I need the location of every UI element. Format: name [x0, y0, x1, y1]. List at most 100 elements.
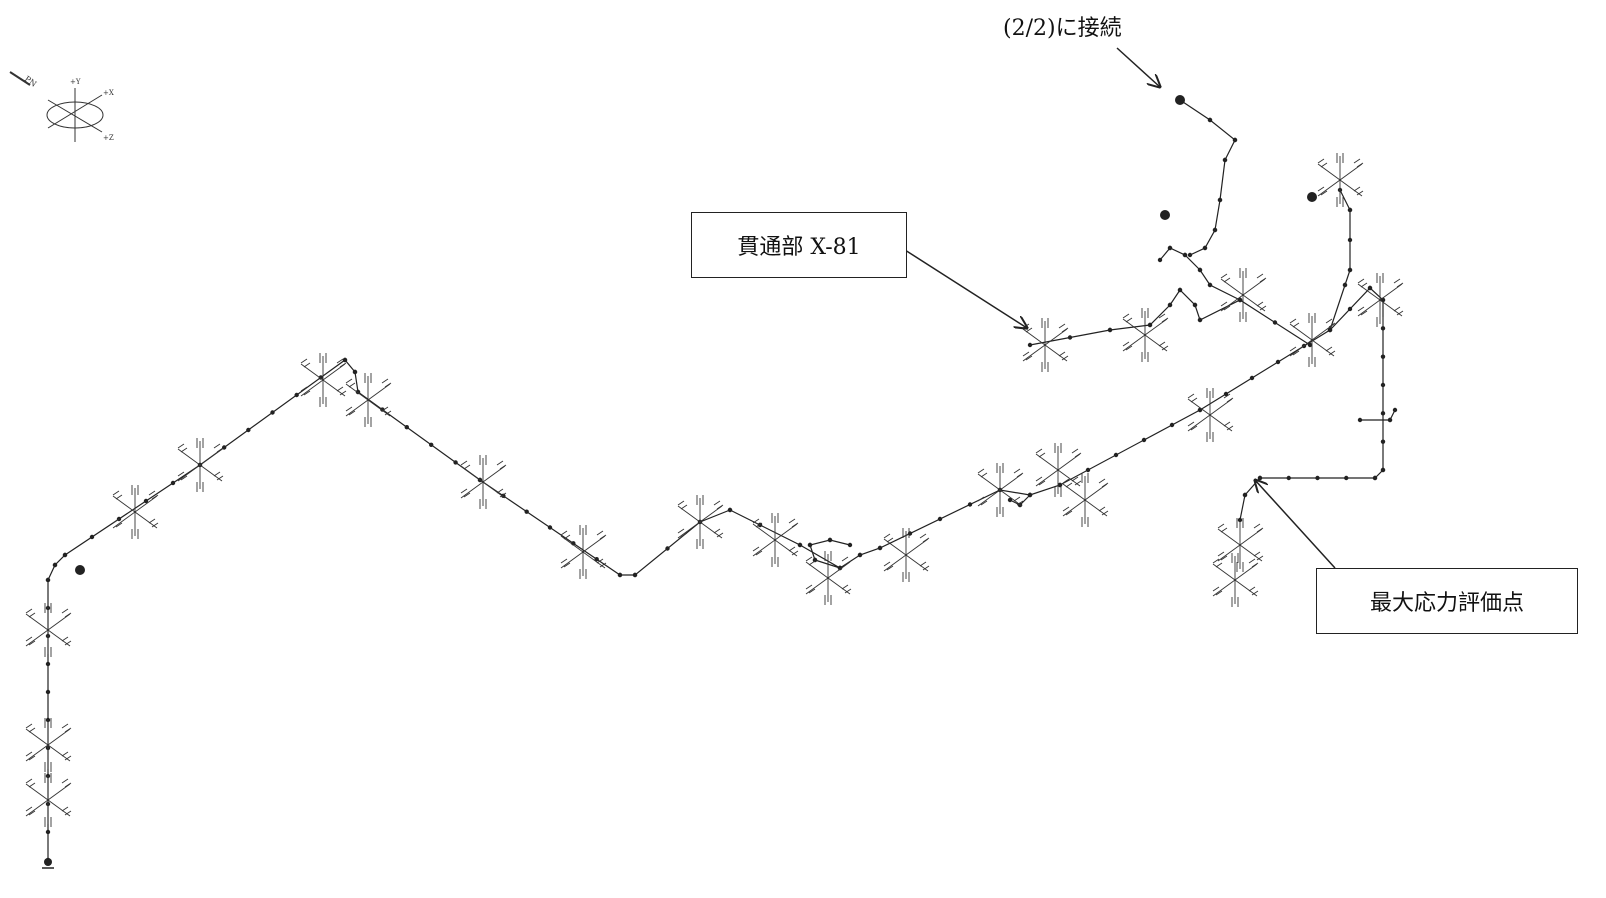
- pipe-node: [1167, 302, 1173, 308]
- axis-y-label: +Y: [70, 78, 81, 86]
- pipe-node: [1113, 452, 1119, 458]
- connect-arrow: [1116, 47, 1160, 87]
- pipe-node: [937, 516, 943, 522]
- support-symbol: [1212, 553, 1259, 607]
- pipe-node: [1380, 354, 1386, 359]
- pipe-node: [294, 392, 299, 398]
- pipe-node: [380, 407, 385, 412]
- pipe-node: [318, 375, 324, 380]
- fitting-symbol: [1175, 95, 1185, 105]
- pipe-node: [1182, 252, 1188, 258]
- pipe-node: [877, 545, 883, 551]
- pipe-node: [1192, 302, 1198, 308]
- pipe-node: [1217, 197, 1223, 203]
- pipe-node: [1169, 422, 1175, 428]
- fitting-symbol: [75, 565, 85, 575]
- pipe-node: [1249, 375, 1255, 381]
- pipe-node: [1342, 282, 1348, 288]
- pipe-node: [143, 498, 149, 504]
- pipe-node: [1157, 257, 1163, 263]
- pipe-node: [857, 552, 863, 558]
- pipe-node: [429, 442, 434, 447]
- pipe-node: [827, 537, 833, 543]
- pipe-node: [342, 357, 348, 363]
- pipe-node: [404, 425, 409, 430]
- pipe-node: [1177, 287, 1183, 293]
- max-stress-callout: 最大応力評価点: [1316, 568, 1578, 634]
- north-label: PN: [23, 74, 38, 88]
- pipe-node: [1223, 391, 1229, 397]
- support-symbol: [1122, 308, 1169, 362]
- support-symbol: [460, 455, 507, 509]
- pipe-node: [1380, 439, 1386, 444]
- pipe-node: [45, 829, 51, 835]
- pipe-node: [594, 556, 599, 562]
- connect-note: (2/2)に接続: [1003, 16, 1122, 41]
- max-stress-arrow: [1255, 480, 1336, 569]
- pipe-node: [45, 577, 51, 583]
- fitting-symbol: [1307, 192, 1317, 202]
- pipe-node: [1357, 417, 1363, 423]
- pipe-node: [45, 661, 51, 667]
- pipe-node: [632, 572, 638, 578]
- support-symbol: [1022, 318, 1069, 372]
- pipe-node: [1187, 252, 1193, 258]
- penetration-callout: 貫通部 X-81: [691, 212, 907, 278]
- support-symbol: [1062, 473, 1109, 527]
- pipe-node: [1372, 475, 1378, 481]
- pipe-node: [453, 460, 458, 465]
- pipe-node: [907, 531, 913, 536]
- pipe-node: [1027, 492, 1033, 498]
- support-symbol: [25, 773, 72, 827]
- pipe-supports: [25, 153, 1404, 827]
- support-symbol: [1187, 388, 1234, 442]
- pipe-node: [1286, 475, 1291, 481]
- pipe-node: [1367, 285, 1373, 291]
- pipe-node: [1067, 335, 1073, 340]
- pipe-node: [665, 546, 670, 551]
- pipe-node: [1344, 475, 1349, 481]
- pipe-node: [1275, 359, 1281, 365]
- pipe-node: [1257, 475, 1263, 481]
- support-symbol: [805, 551, 852, 605]
- pipe-node: [52, 562, 58, 568]
- support-symbol: [300, 353, 347, 407]
- axis-x-label: +X: [103, 89, 114, 97]
- support-symbol: [977, 463, 1024, 517]
- pipe-node: [1307, 342, 1313, 348]
- axis-triad-icon: PN +Y +X +Z: [9, 71, 114, 142]
- pipe-node: [1272, 320, 1278, 325]
- pipe-node: [270, 410, 275, 415]
- pipe-node: [807, 542, 813, 548]
- pipe-node: [1237, 297, 1243, 303]
- pipe-node: [1222, 157, 1228, 163]
- pipe-node: [45, 717, 51, 723]
- pipe-node: [1237, 517, 1243, 523]
- pipe-node: [1057, 482, 1063, 488]
- anchor-symbol: [42, 858, 54, 869]
- support-symbol: [560, 525, 607, 579]
- support-symbol: [1289, 313, 1336, 367]
- pipe-node: [1347, 267, 1353, 273]
- support-symbol: [1035, 443, 1082, 497]
- pipe-node: [1207, 282, 1213, 288]
- pipe-node: [1347, 237, 1353, 243]
- pipe-node: [45, 689, 51, 695]
- pipe-node: [617, 572, 623, 578]
- pipe-node: [727, 507, 733, 513]
- pipe-node: [1167, 245, 1173, 251]
- pipe-node: [967, 502, 973, 507]
- pipe-node: [1380, 382, 1386, 388]
- pipe-segment: [1159, 247, 1241, 301]
- pipe-node: [246, 427, 251, 433]
- pipe-node: [89, 534, 95, 540]
- pipe-node: [1085, 467, 1091, 473]
- support-symbol: [1220, 268, 1267, 322]
- pipe-node: [221, 445, 227, 450]
- pipe-node: [501, 493, 506, 499]
- support-symbol: [25, 718, 72, 772]
- pipe-node: [837, 565, 843, 571]
- pipe-node: [1347, 207, 1353, 213]
- pipe-node: [62, 552, 68, 558]
